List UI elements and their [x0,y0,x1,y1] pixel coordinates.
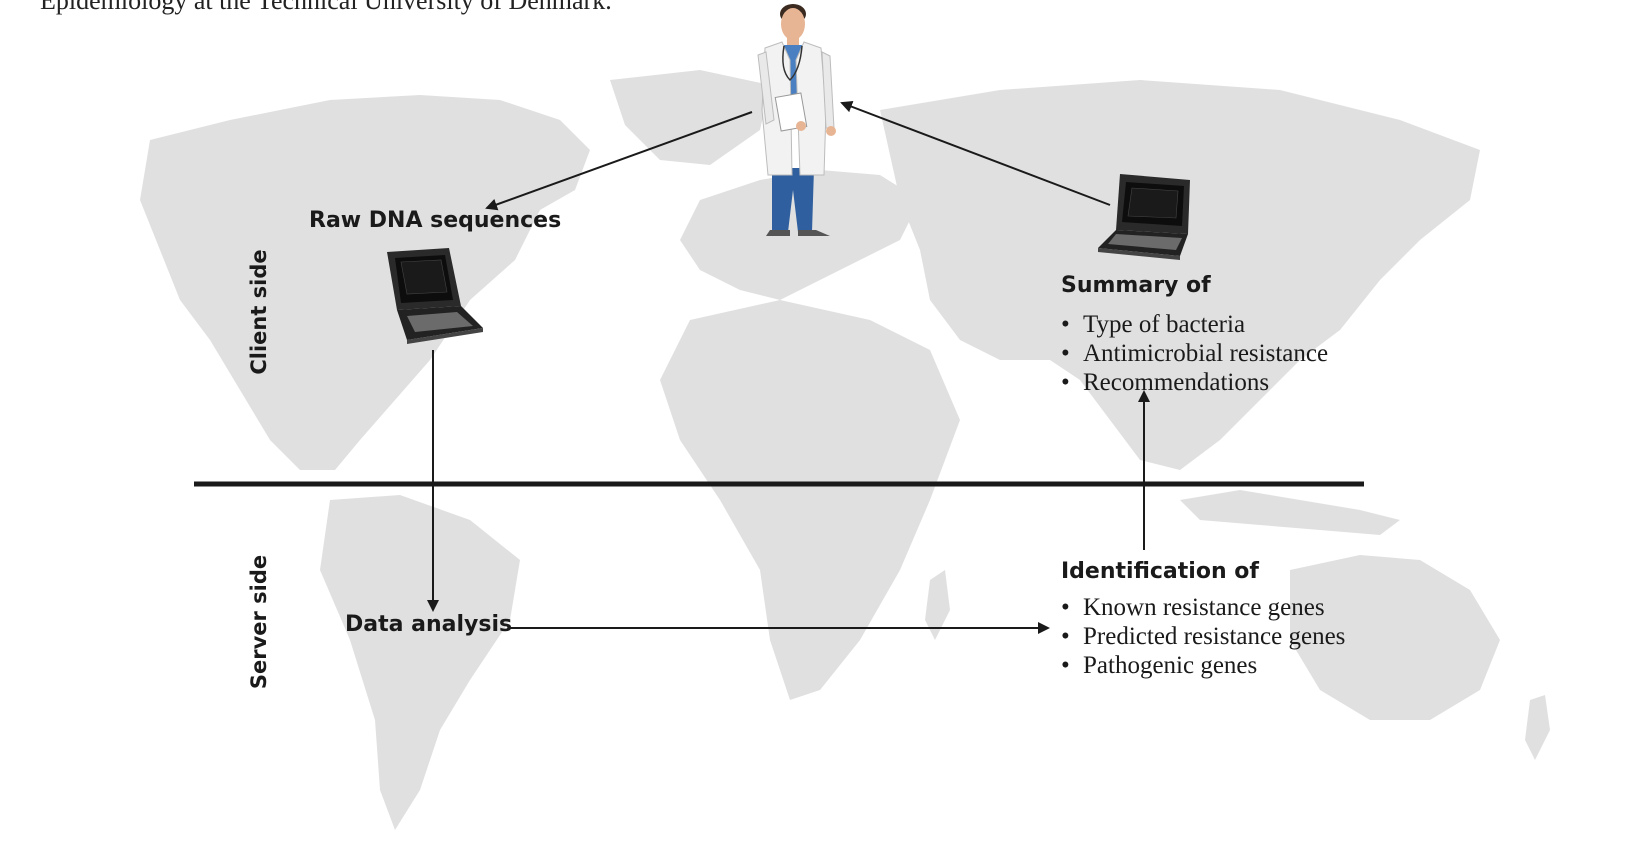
arrow-summary-laptop-to-doctor [840,100,1111,206]
identification-list: Known resistance genes Predicted resista… [1061,593,1345,680]
summary-heading: Summary of [1061,273,1211,298]
identification-heading: Identification of [1061,559,1259,584]
server-side-label: Server side [247,554,271,690]
doctor-figure [757,4,836,236]
arrow-doctor-to-raw-dna [485,111,753,211]
indonesia-shape [1180,490,1400,535]
caption-text: Epidemiology at the Technical University… [40,0,612,15]
list-item: Predicted resistance genes [1061,622,1345,651]
summary-list: Type of bacteria Antimicrobial resistanc… [1061,310,1328,397]
world-map [140,70,1550,830]
client-side-label: Client side [247,249,271,375]
list-item: Type of bacteria [1061,310,1328,339]
africa-shape [660,300,960,700]
list-item: Known resistance genes [1061,593,1345,622]
list-item: Recommendations [1061,368,1328,397]
raw-dna-label: Raw DNA sequences [309,208,562,233]
list-item: Pathogenic genes [1061,651,1345,680]
data-analysis-label: Data analysis [345,612,513,637]
north-america-shape [140,95,590,470]
madagascar-shape [925,570,950,640]
new-zealand-shape [1525,695,1550,760]
laptop-icon [387,248,483,344]
asia-shape [880,80,1480,470]
laptop-icon [1098,174,1190,260]
south-america-shape [320,495,520,830]
greenland-shape [610,70,770,165]
list-item: Antimicrobial resistance [1061,339,1328,368]
